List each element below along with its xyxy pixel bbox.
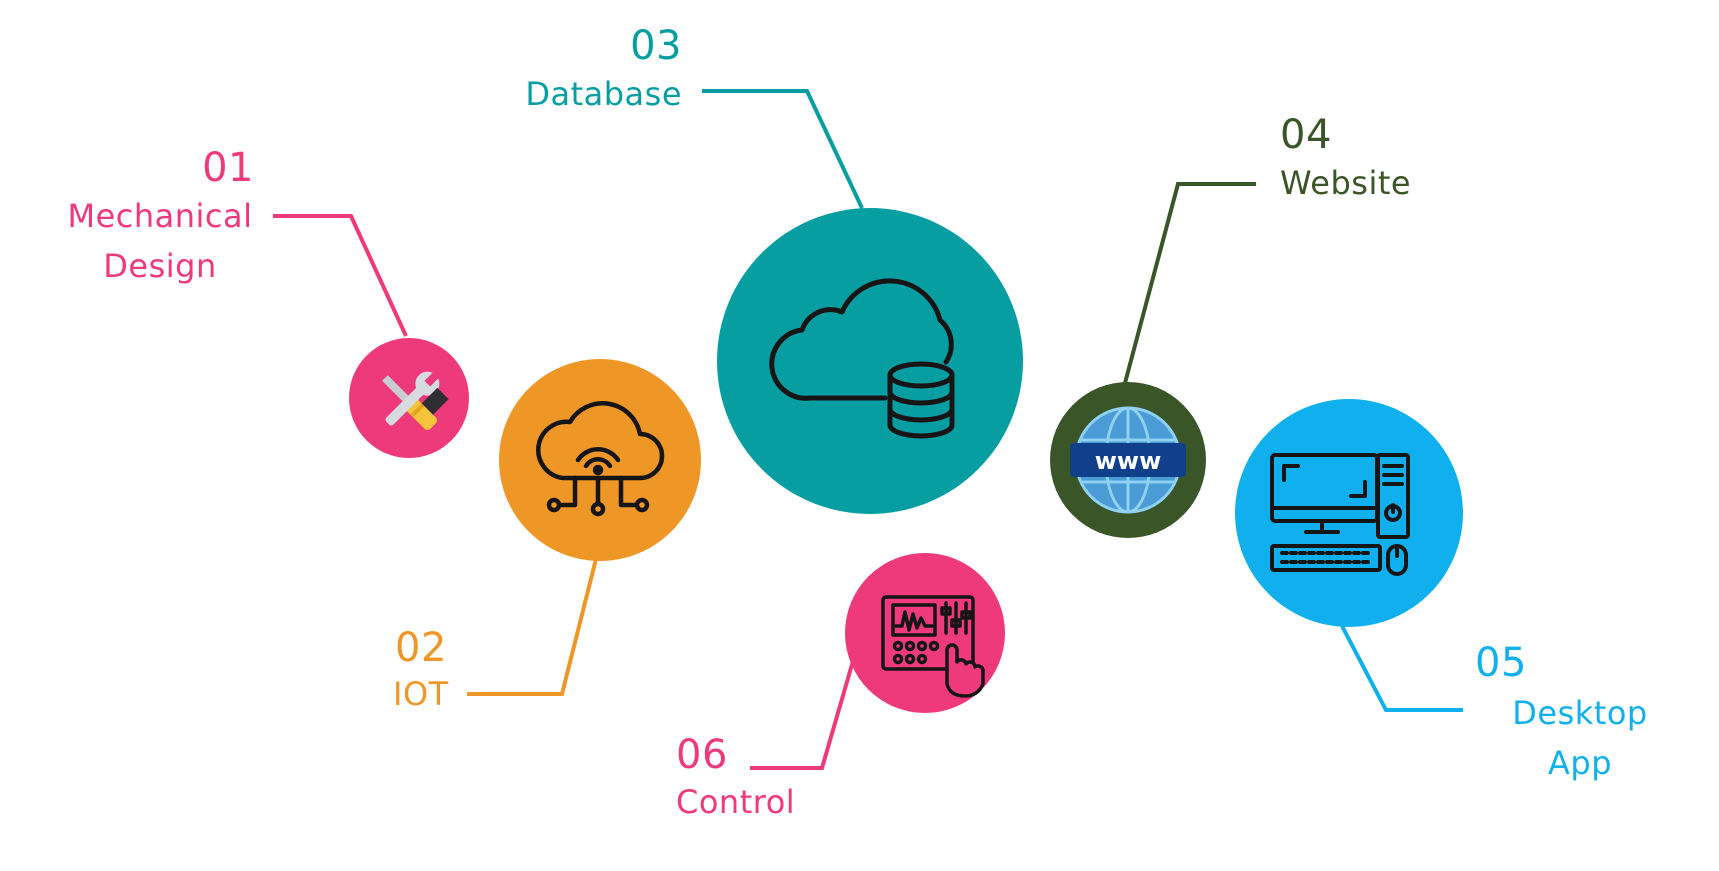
connector-01 xyxy=(273,214,408,337)
node-04-label: Website xyxy=(1280,164,1412,202)
node-03-label: Database xyxy=(525,75,682,113)
tools-icon xyxy=(382,370,449,431)
node-05-number: 05 xyxy=(1475,640,1527,686)
iot-cloud-icon xyxy=(536,401,665,517)
connector-02 xyxy=(467,558,598,696)
node-02[interactable] xyxy=(499,359,701,561)
svg-text:www: www xyxy=(1095,447,1162,475)
node-01[interactable] xyxy=(349,338,469,458)
node-03-number: 03 xyxy=(630,23,682,69)
node-01-label-line-1: Mechanical xyxy=(67,197,253,235)
www-globe-icon: www xyxy=(1070,406,1186,514)
node-06-label: Control xyxy=(676,783,796,821)
node-01-number: 01 xyxy=(202,145,254,191)
node-01-label-line-2: Design xyxy=(103,247,217,285)
node-05-label-line-2: App xyxy=(1547,744,1612,782)
node-06-number: 06 xyxy=(676,732,728,778)
cloud-database-icon xyxy=(769,278,955,439)
connector-06 xyxy=(750,660,855,770)
node-03[interactable] xyxy=(717,208,1023,514)
desktop-computer-icon xyxy=(1270,453,1410,576)
control-panel-icon xyxy=(881,595,985,698)
connector-03 xyxy=(702,89,864,209)
node-04-number: 04 xyxy=(1280,112,1332,158)
node-02-number: 02 xyxy=(395,625,447,671)
node-02-label: IOT xyxy=(393,675,449,713)
node-04[interactable]: www xyxy=(1050,382,1206,538)
node-circle-05 xyxy=(1235,399,1463,627)
node-06[interactable] xyxy=(845,553,1005,713)
node-05[interactable] xyxy=(1235,399,1463,627)
node-05-label-line-1: Desktop xyxy=(1512,694,1648,732)
connector-05 xyxy=(1340,625,1463,712)
node-circle-03 xyxy=(717,208,1023,514)
connector-04 xyxy=(1123,182,1256,384)
